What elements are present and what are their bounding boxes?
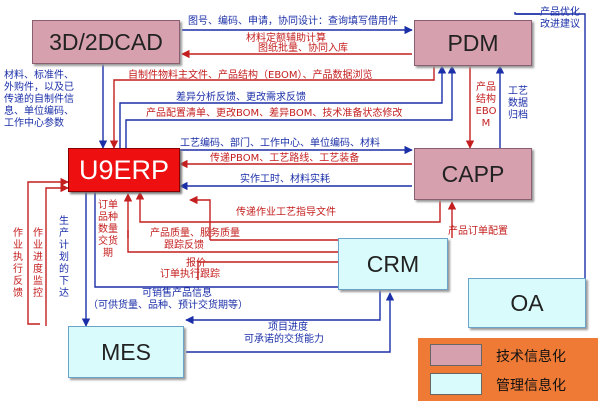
arrow-mes-to-erp-exec: [27, 177, 69, 325]
label-cad-pdm-1: 图号、编码、申请，协同设计：查询填写借用件: [188, 16, 398, 27]
legend-tech-swatch: [430, 344, 482, 366]
label-mes-plan: 生产计划的下达: [59, 216, 69, 299]
arrow-pdm-to-erp-1: [109, 66, 435, 149]
legend: 技术信息化 管理信息化: [418, 338, 598, 401]
label-pdm-erp-2: 差异分析反馈、更改需求反馈: [176, 92, 306, 103]
label-crm-erp-4: 订单执行跟踪: [160, 269, 220, 280]
label-cad-pdm-2: 材料定额辅助计算: [246, 33, 326, 44]
label-capp-erp-4: 传递作业工艺指导文件: [236, 207, 336, 218]
node-crm: CRM: [338, 238, 448, 290]
arrow-mes-to-erp-progress: [45, 183, 69, 326]
label-erp-capp-2: 传递PBOM、工艺路线、工艺装备: [210, 153, 360, 164]
node-oa: OA: [468, 278, 586, 328]
arrow-oa-to-pdm: [514, 12, 586, 278]
label-capp-pdm: 工艺数据归档: [508, 86, 528, 121]
label-order-qty: 订单品种数量交货期: [98, 200, 118, 259]
legend-mgmt-label: 管理信息化: [496, 378, 566, 394]
node-pdm: PDM: [414, 20, 532, 66]
node-erp: U9ERP: [68, 148, 180, 192]
legend-tech-label: 技术信息化: [496, 349, 566, 365]
label-pdm-erp-1: 自制件物料主文件、产品结构（EBOM）、产品数据浏览: [128, 70, 373, 81]
arrow-crm-to-erp-quote: [197, 261, 338, 280]
label-crm-erp-3: 报价: [186, 258, 206, 269]
label-cad-erp-1: 材料、标准件、: [4, 70, 74, 81]
label-cad-erp-2: 外购件，以及已: [4, 82, 74, 93]
label-mes-crm-1: 项目进度: [268, 322, 308, 333]
legend-mgmt-swatch: [430, 373, 482, 395]
label-erp-capp-1: 工艺编码、部门、工作中心、单位编码、材料: [180, 138, 380, 149]
node-cad: 3D/2DCAD: [32, 20, 180, 64]
label-pdm-erp-3: 产品配置清单、更改BOM、差异BOM、技术准备状态修改: [146, 108, 403, 119]
label-cad-erp-4: 息、单位编码、: [4, 106, 74, 117]
label-pdm-oa-top: 产品优化: [540, 7, 580, 18]
label-pdm-oa-bot: 改进建议: [540, 19, 580, 30]
label-crm-erp-2: 跟踪反馈: [164, 240, 204, 251]
label-erp-capp-3: 实作工时、材料实耗: [240, 174, 330, 185]
label-erp-crm-2: （可供货量、品种、预计交货期等）: [88, 300, 248, 311]
arrow-capp-to-erp-4: [135, 191, 441, 223]
label-pdm-capp: 产品结构EBOM: [475, 82, 497, 129]
arrow-erp-to-pdm-3: [125, 65, 457, 148]
node-capp: CAPP: [414, 148, 532, 200]
arrow-mes-to-crm: [186, 292, 395, 353]
label-cad-erp-3: 传递的自制件信: [4, 94, 74, 105]
node-mes: MES: [68, 326, 184, 378]
label-mes-progress: 作业进度监控: [33, 228, 43, 299]
arrow-erp-to-pdm-2: [119, 65, 447, 148]
label-erp-crm-1: 可销售产品信息: [142, 288, 212, 299]
label-cad-erp-5: 工作中心参数: [4, 118, 64, 129]
label-crm-capp: 产品订单配置: [448, 226, 508, 237]
arrow-crm-to-mes: [185, 290, 381, 325]
label-mes-exec: 作业执行反馈: [13, 228, 23, 299]
label-mes-crm-2: 可承诺的交货能力: [244, 334, 324, 345]
label-crm-erp-1: 产品质量、服务质量: [150, 228, 240, 239]
label-cad-pdm-3: 图纸批量、协同入库: [258, 43, 348, 54]
